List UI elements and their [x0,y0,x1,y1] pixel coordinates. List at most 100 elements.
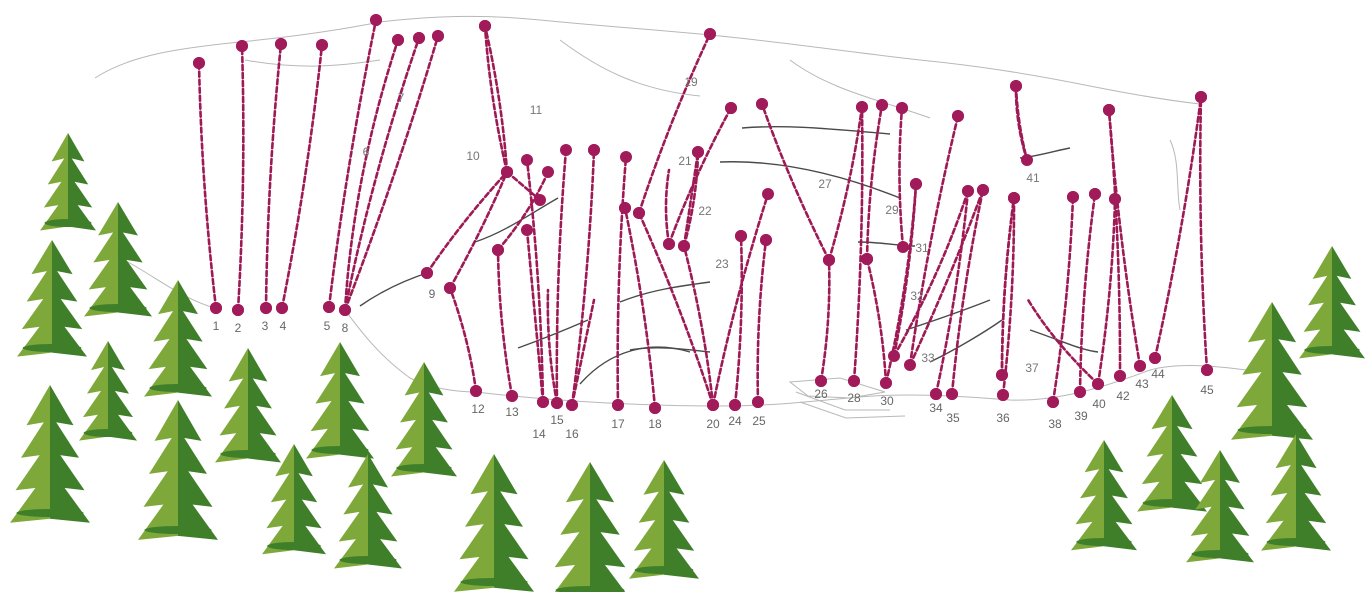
rock-outline-11 [559,39,701,97]
anchor-dot-62 [275,38,287,50]
anchor-dot-65 [210,302,222,314]
anchor-dot-39 [815,375,827,387]
anchor-dot-49 [470,385,482,397]
route-line-20 [637,211,715,407]
route-label-4: 4 [280,319,287,333]
anchor-dot-20 [977,184,989,196]
crack-5 [517,319,589,349]
anchor-dot-72 [996,369,1008,381]
route-line-22 [682,150,700,248]
pine-tree-1 [40,133,96,231]
route-line-14 [525,158,545,404]
route-line-36 [1001,196,1016,397]
pine-tree-10 [391,362,457,477]
route-label-19: 19 [684,75,698,89]
anchor-dot-57 [370,14,382,26]
anchor-dot-70 [339,304,351,316]
anchor-dot-63 [236,40,248,52]
route-lines [197,18,1209,410]
route-line-18 [623,206,657,410]
rock-outline-4 [475,391,851,407]
rock-outline-2 [127,261,216,309]
route-label-30: 30 [880,394,894,408]
anchor-dot-27 [1195,91,1207,103]
forest [10,133,1365,592]
route-label-22: 22 [698,204,712,218]
anchor-dot-36 [930,388,942,400]
anchor-dot-9 [692,146,704,158]
anchor-dot-51 [856,101,868,113]
route-line-37 [1000,196,1016,377]
anchor-dot-8 [588,144,600,156]
anchor-dot-21 [1008,192,1020,204]
route-line-11 [483,24,509,174]
route-label-34: 34 [929,401,943,415]
route-label-45: 45 [1200,383,1214,397]
route-label-11: 11 [530,103,543,117]
anchor-dot-29 [1134,360,1146,372]
route-line-27-upper [827,105,864,262]
anchor-dot-44 [612,399,624,411]
route-label-2: 2 [235,321,242,335]
pine-tree-5 [79,341,137,441]
pine-tree-7 [138,400,218,540]
route-line-29 [865,103,884,261]
route-line-17 [616,155,628,407]
crack-6 [619,281,711,303]
route-line-26 [819,258,831,383]
route-label-42: 42 [1116,389,1130,403]
route-line-41 [1014,84,1029,162]
route-line-9 [425,170,509,275]
route-line-34 [934,189,970,396]
route-label-9: 9 [429,287,436,301]
crack-7 [579,346,691,385]
anchor-dot-4 [521,224,533,236]
crack-4 [474,197,559,243]
anchor-dot-16 [823,254,835,266]
route-line-16 [570,148,596,407]
route-line-25 [756,238,768,404]
pine-tree-11 [262,444,326,555]
route-label-33: 33 [921,351,935,365]
pine-tree-16 [1071,440,1137,551]
route-line-27 [760,102,831,262]
route-line-7 [343,36,421,312]
crack-3 [359,271,431,307]
route-line-6 [343,38,400,312]
route-line-12 [448,286,478,393]
route-top-dot-15 [560,144,572,156]
route-label-5: 5 [324,319,331,333]
anchor-dot-67 [260,302,272,314]
anchor-dot-58 [392,34,404,46]
route-line-10 [483,24,509,174]
pine-tree-18 [1186,450,1254,563]
crack-1 [741,125,891,135]
route-label-38: 38 [1048,417,1062,431]
anchor-dot-64 [193,57,205,69]
anchor-dot-18 [910,178,922,190]
route-label-26: 26 [814,387,828,401]
route-label-20: 20 [706,417,720,431]
anchor-dot-66 [232,304,244,316]
route-start-dot-31 [897,241,909,253]
route-line-35 [950,188,985,396]
anchor-dot-42 [707,399,719,411]
route-line-24 [733,234,744,407]
route-line-30 [865,257,888,385]
pine-tree-8 [215,348,281,463]
anchor-dot-6 [444,282,456,294]
rock-cracks [359,125,1099,385]
route-line-1 [197,61,218,310]
anchor-dot-30 [1114,370,1126,382]
route-start-dot-41 [1021,154,1033,166]
route-line-12-upper [448,170,509,290]
route-line-28 [852,105,864,383]
anchor-dot-28 [1149,352,1161,364]
rock-outline-1 [94,15,1201,105]
route-label-39: 39 [1074,409,1088,423]
route-top-dot-14 [521,154,533,166]
anchor-dot-40 [752,396,764,408]
route-line-40 [1096,197,1117,386]
